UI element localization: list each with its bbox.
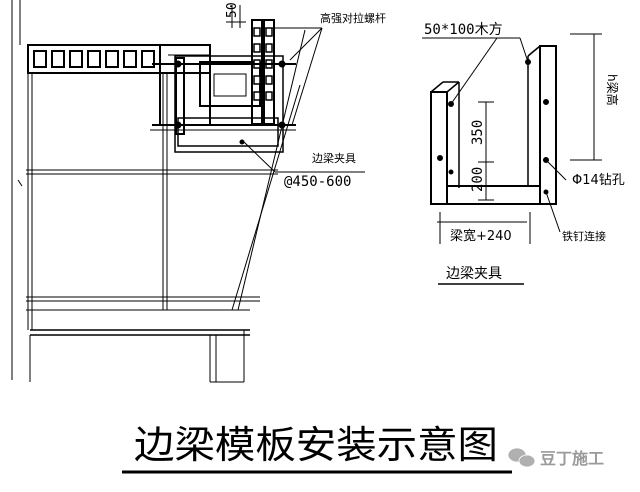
wechat-icon xyxy=(507,447,536,468)
clamp-caption: 边梁夹具 xyxy=(446,266,502,282)
nail-label: 铁钉连接 xyxy=(562,230,606,243)
left-leaders xyxy=(243,27,365,173)
watermark-text: 豆丁施工 xyxy=(540,449,604,468)
dim-200-label: 200 xyxy=(470,167,486,192)
right-clamp-view xyxy=(430,45,557,205)
drawing-title: 边梁模板安装示意图 xyxy=(134,423,498,467)
timber-label: 50*100木方 xyxy=(424,22,503,38)
clamp-label: 边梁夹具 xyxy=(312,151,356,165)
slab-voids xyxy=(33,50,155,68)
right-dimensions xyxy=(422,33,602,285)
left-section-view xyxy=(11,0,306,383)
width-label: 梁宽+240 xyxy=(450,228,512,244)
hole-label: Φ14钻孔 xyxy=(572,173,625,188)
beam-height-label: h梁高 xyxy=(605,74,620,106)
bolt-label: 高强对拉螺杆 xyxy=(320,11,386,25)
spacing-label: @450-600 xyxy=(284,174,351,190)
dim-350-label: 350 xyxy=(470,120,486,145)
dim-top-label: 50 xyxy=(225,2,240,18)
